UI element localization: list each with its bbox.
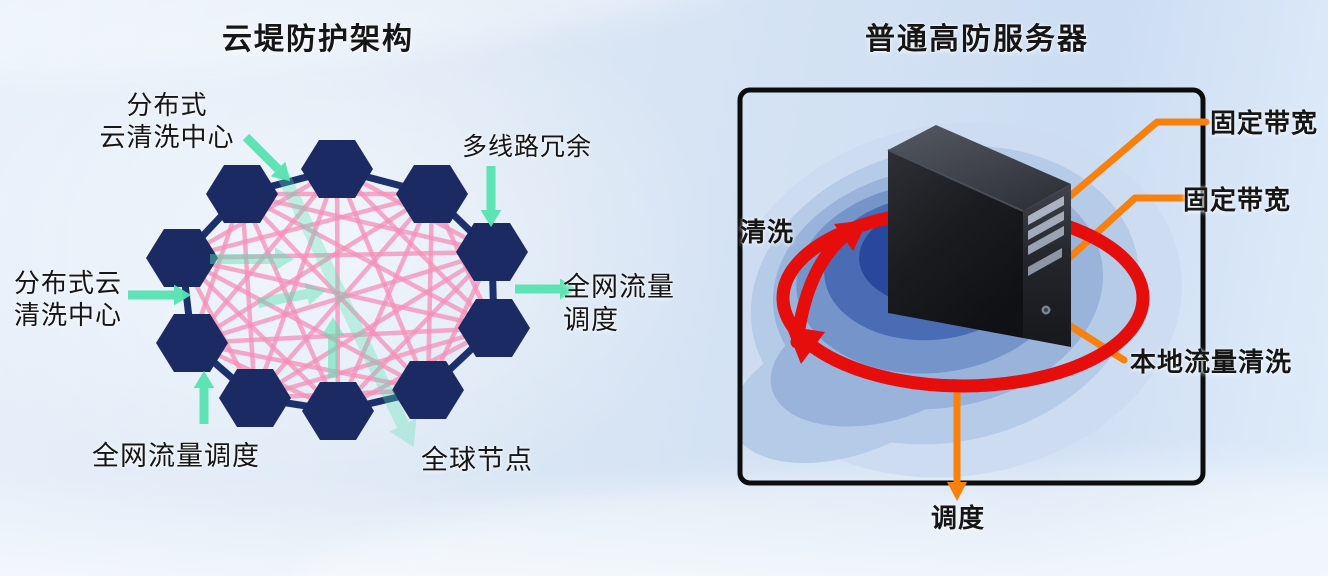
hexagon-node [302, 382, 374, 440]
hexagon-node [392, 361, 464, 419]
fixed-bandwidth-top-connector [1058, 118, 1210, 207]
label-distributed-cloud-center-top: 分布式 云清洗中心 [72, 90, 262, 153]
label-network-traffic-scheduling-east: 全网流量 调度 [563, 271, 675, 337]
hexagon-node [458, 299, 530, 357]
mesh-link [239, 191, 431, 393]
teal-arrowhead [560, 278, 578, 300]
server-front-face [888, 150, 1023, 338]
server-top-face [888, 125, 1071, 211]
teal-arrow-shaft [277, 172, 409, 428]
server-edge-highlight [887, 149, 1024, 212]
teal-arrow [321, 317, 345, 378]
teal-arrow [193, 370, 215, 424]
mesh-link [179, 255, 341, 414]
teal-arrowhead [193, 370, 215, 388]
teal-arrowhead [174, 284, 192, 306]
teal-arrow [128, 284, 192, 306]
server-vent [1028, 196, 1064, 225]
label-local-traffic-cleaning: 本地流量清洗 [1130, 347, 1293, 377]
server-room-border [737, 87, 1206, 486]
teal-arrowhead [275, 247, 294, 271]
teal-arrow [480, 166, 502, 228]
teal-arrowhead [304, 282, 326, 306]
teal-arrow [277, 172, 417, 448]
teal-arrow-shaft [242, 133, 282, 173]
scheduling-arrowhead [947, 482, 967, 501]
teal-arrow [210, 247, 294, 271]
label-line: 清洗中心 [13, 299, 122, 330]
teal-arrowhead [270, 161, 291, 182]
mesh-link [179, 255, 431, 393]
label-cleaning: 清洗 [739, 217, 794, 247]
mesh-link [239, 191, 497, 331]
left-panel-title: 云堤防护架构 [222, 23, 414, 56]
mesh-link [239, 191, 258, 401]
label-line: 云清洗中心 [99, 121, 235, 152]
server-power-button-core [1044, 308, 1048, 312]
label-line: 调度 [563, 304, 619, 335]
mesh-link [239, 191, 341, 414]
server-tower-icon [887, 125, 1071, 347]
teal-arrowhead [480, 210, 502, 228]
mesh-link [239, 191, 495, 255]
teal-arrowhead [321, 317, 345, 336]
label-line: 分布式 [126, 90, 208, 120]
server-vent [1028, 226, 1064, 255]
cleaning-loop-arrow [790, 231, 849, 349]
label-line: 分布式云 [13, 268, 122, 298]
hexagon-node [301, 140, 373, 198]
teal-arrow [515, 278, 578, 300]
hexagon-node [146, 229, 218, 287]
hexagon-node [156, 314, 228, 372]
mesh-link [179, 249, 495, 261]
label-network-traffic-scheduling-southwest: 全网流量调度 [92, 441, 260, 471]
hexagon-node [456, 223, 528, 281]
mesh-link [252, 249, 495, 401]
server-side-face [1023, 184, 1071, 347]
label-multi-line-redundancy: 多线路冗余 [461, 133, 592, 161]
teal-arrow [242, 133, 291, 182]
label-global-nodes: 全球节点 [421, 445, 533, 475]
label-scheduling: 调度 [930, 503, 985, 533]
hexagon-node [396, 165, 468, 223]
label-fixed-bandwidth-top: 固定带宽 [1210, 108, 1319, 138]
right-panel-title: 普通高防服务器 [865, 23, 1089, 56]
teal-arrowhead [389, 418, 417, 448]
teal-arrow-shaft [257, 289, 308, 308]
label-distributed-cloud-center-west: 分布式云 清洗中心 [3, 268, 133, 331]
cleaning-loop-arrowhead [834, 220, 868, 251]
label-fixed-bandwidth-mid: 固定带宽 [1183, 185, 1292, 215]
server-vent [1028, 211, 1064, 240]
fixed-bandwidth-mid-connector [1052, 194, 1188, 274]
teal-arrow [257, 282, 326, 308]
server-drive-slot [1028, 248, 1062, 276]
label-line: 全网流量 [563, 272, 675, 302]
hexagon-node [219, 369, 291, 427]
hexagon-node [206, 165, 278, 223]
hexagon-network [128, 133, 578, 448]
